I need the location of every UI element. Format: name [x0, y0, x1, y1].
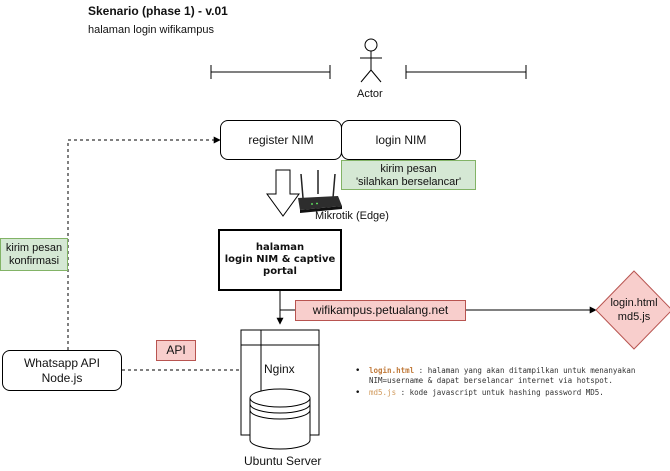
- desc-md5-js-text: : kode javascript untuk hashing password…: [396, 388, 604, 397]
- ubuntu-server-label: Ubuntu Server: [244, 454, 322, 468]
- whatsapp-line1: Whatsapp API: [23, 355, 101, 370]
- flow-down-arrow: [266, 169, 300, 217]
- desc-md5-js-file: md5.js: [369, 388, 397, 397]
- api-label: API: [156, 340, 196, 361]
- note-silahkan-line2: 'silahkan berselancar': [355, 176, 462, 188]
- diagram-title: Skenario (phase 1) - v.01: [88, 4, 228, 18]
- desc-login-html-file: login.html: [369, 366, 415, 375]
- captive-line2: login NIM & captive: [224, 254, 336, 265]
- domain-label: wifikampus.petualang.net: [295, 300, 466, 321]
- confirmation-dashed-arrow: [67, 136, 221, 350]
- files-node-line2: md5.js: [617, 311, 651, 323]
- login-nim-button[interactable]: login NIM: [341, 120, 461, 160]
- note-konfirmasi-line1: kirim pesan: [5, 242, 63, 254]
- whatsapp-line2: Node.js: [41, 370, 83, 385]
- file-descriptions: login.html : halaman yang akan ditampilk…: [355, 366, 670, 400]
- files-node-label: login.html md5.js: [596, 296, 670, 324]
- register-nim-button[interactable]: register NIM: [220, 120, 342, 160]
- nginx-label: Nginx: [264, 362, 295, 376]
- files-diamond: [595, 270, 670, 350]
- desc-login-html-text: : halaman yang akan ditampilkan untuk me…: [369, 366, 636, 385]
- note-kirim-konfirmasi: kirim pesan konfirmasi: [0, 238, 68, 271]
- captive-line1: halaman: [255, 242, 305, 253]
- files-node-line1: login.html: [610, 297, 658, 309]
- desc-md5-js: md5.js : kode javascript untuk hashing p…: [355, 388, 670, 398]
- captive-portal-page: halaman login NIM & captive portal: [218, 229, 342, 291]
- actor-bracket-left: [210, 65, 331, 79]
- router-icon: [298, 170, 342, 213]
- note-silahkan-line1: kirim pesan: [380, 163, 437, 175]
- actor-figure: [360, 38, 382, 83]
- note-silahkan-berselancar: kirim pesan 'silahkan berselancar': [341, 160, 476, 190]
- note-konfirmasi-line2: konfirmasi: [8, 255, 60, 267]
- whatsapp-api-node: Whatsapp API Node.js: [2, 350, 122, 391]
- actor-bracket-right: [405, 65, 527, 79]
- router-label: Mikrotik (Edge): [315, 210, 389, 222]
- desc-login-html: login.html : halaman yang akan ditampilk…: [355, 366, 670, 386]
- database-cylinder: [249, 388, 311, 450]
- actor-label: Actor: [357, 88, 383, 100]
- diagram-subtitle: halaman login wifikampus: [88, 24, 214, 36]
- captive-line3: portal: [263, 266, 297, 277]
